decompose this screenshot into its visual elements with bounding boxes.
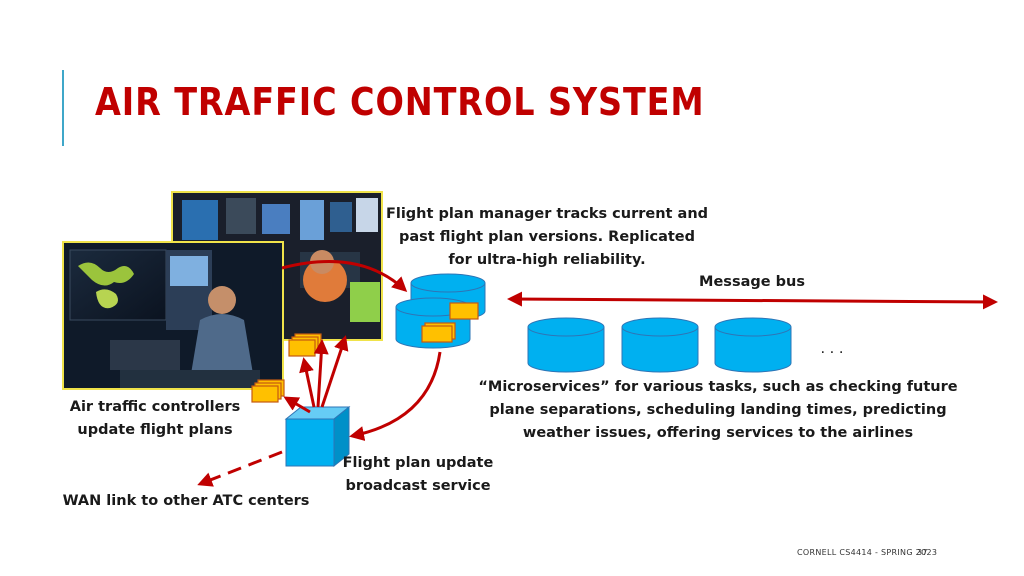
controllers-label: Air traffic controllers update flight pl… (60, 396, 250, 442)
flight-plan-manager-line-1: Flight plan manager tracks current and (385, 206, 709, 222)
wan-link-dashed-arrow (197, 450, 283, 487)
microservice-database-3 (714, 317, 792, 373)
flight-plan-manager-line-2: past flight plan versions. Replicated (398, 229, 696, 245)
message-bus-label: Message bus (699, 274, 805, 290)
broadcast-service-line-2: broadcast service (345, 478, 491, 494)
footer-course: CORNELL CS4414 - SPRING 2023 (797, 548, 938, 557)
controllers-line-1: Air traffic controllers (69, 399, 241, 415)
microservices-line-1: “Microservices” for various tasks, such … (478, 379, 958, 395)
flight-plan-document-stack-upper (288, 333, 322, 357)
message-bus-arrow (507, 291, 998, 310)
broadcast-service-label: Flight plan update broadcast service (336, 452, 500, 498)
arrow-manager-to-broadcast (349, 351, 442, 441)
arrow-broadcast-to-controller (313, 339, 329, 408)
more-microservices-ellipsis: . . . (820, 341, 844, 357)
flight-plan-manager-database (395, 273, 486, 349)
flight-plan-manager-label: Flight plan manager tracks current and p… (385, 203, 709, 272)
arrow-broadcast-to-lower-docs (283, 396, 311, 414)
controller-photo-front (62, 241, 284, 390)
microservices-line-2: plane separations, scheduling landing ti… (489, 402, 947, 418)
microservices-line-3: weather issues, offering services to the… (522, 425, 914, 441)
microservices-label: “Microservices” for various tasks, such … (478, 376, 958, 445)
controllers-line-2: update flight plans (77, 422, 233, 438)
flight-plan-manager-line-3: for ultra-high reliability. (448, 252, 646, 268)
microservice-database-1 (527, 317, 605, 373)
footer-page-number: 37 (917, 548, 928, 557)
microservice-database-2 (621, 317, 699, 373)
broadcast-service-line-1: Flight plan update (342, 455, 494, 471)
slide-title: AIR TRAFFIC CONTROL SYSTEM (95, 80, 705, 124)
arrow-broadcast-to-upper-docs (299, 357, 316, 408)
title-accent-bar (62, 70, 64, 146)
arrow-controllers-to-manager (281, 260, 408, 293)
wan-link-label: WAN link to other ATC centers (62, 493, 310, 509)
flight-plan-document-stack-lower (251, 379, 285, 403)
arrow-broadcast-to-screen (320, 335, 349, 408)
broadcast-service-cube (284, 405, 351, 468)
